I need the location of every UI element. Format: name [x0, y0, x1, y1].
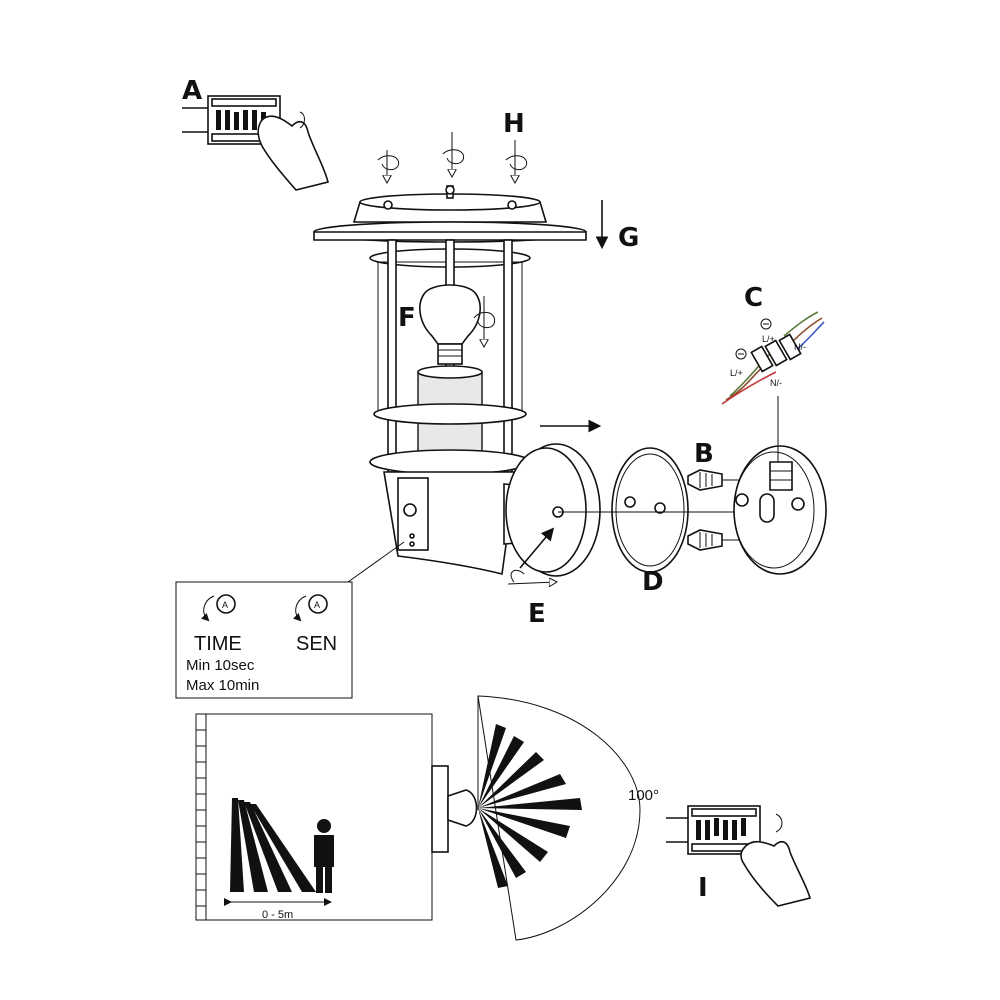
wire-label-neutral: N/- — [794, 342, 806, 352]
step-label-e: E — [528, 599, 546, 629]
rotate-icon — [505, 140, 528, 182]
step-label-f: F — [398, 303, 416, 333]
middle-ring — [373, 403, 527, 425]
sen-label: SEN — [296, 633, 337, 655]
person-icon — [314, 819, 334, 893]
screw-icon — [687, 469, 748, 491]
step-label-i: I — [698, 873, 708, 903]
angle-label: 100° — [628, 787, 659, 804]
rotate-icon — [473, 296, 496, 346]
lamp-wall-mount — [431, 765, 449, 853]
step-b-screws: B — [687, 439, 748, 551]
control-callout: A A TIME SEN Min 10sec Max 10min — [175, 541, 405, 699]
breaker-switches — [696, 818, 746, 840]
wire-label-live: L/+ — [730, 368, 743, 378]
sensor-head — [447, 789, 478, 827]
step-label-b: B — [694, 439, 714, 469]
svg-text:A: A — [314, 600, 320, 610]
time-max: Max 10min — [186, 677, 259, 694]
detection-zone-side — [230, 798, 316, 892]
screw-icon — [687, 529, 748, 551]
sen-knob-icon: A — [292, 594, 328, 622]
lantern: F — [313, 185, 602, 577]
earth-icon — [735, 348, 747, 360]
step-label-c: C — [744, 283, 763, 313]
svg-text:A: A — [222, 600, 228, 610]
hand-icon — [257, 115, 329, 191]
detection-fan-outline — [477, 695, 641, 941]
step-label-a: A — [182, 76, 202, 106]
control-box — [175, 581, 353, 699]
step-a-breaker-off: A — [182, 76, 329, 191]
time-label: TIME — [194, 633, 242, 655]
detection-zone-top — [478, 724, 582, 888]
hand-icon — [740, 840, 811, 907]
time-knob-icon: A — [200, 594, 236, 622]
lower-ring — [369, 449, 531, 475]
detection-range-view: 0 - 5m 100° — [195, 695, 659, 941]
step-d-gasket: D — [611, 447, 689, 597]
step-label-g: G — [618, 223, 639, 253]
wire-label-live: L/+ — [762, 334, 775, 344]
step-h-top-screws: H — [377, 109, 528, 182]
wire-label-neutral: N/- — [770, 378, 782, 388]
brick-wall — [196, 714, 207, 920]
lantern-top-cap — [313, 185, 587, 243]
rotate-icon — [377, 150, 400, 182]
rotate-icon — [442, 132, 465, 176]
bulb — [419, 284, 481, 365]
step-g-remove-cap: G — [595, 200, 639, 253]
terminal-block — [750, 333, 802, 373]
range-label: 0 - 5m — [262, 909, 293, 921]
step-i-breaker-on: I — [666, 805, 811, 907]
step-label-d: D — [642, 567, 664, 597]
earth-icon — [760, 318, 772, 330]
step-label-h: H — [503, 109, 525, 139]
wall-plate — [505, 443, 601, 577]
step-c-wiring: C L/+ L/+ N/- N/- — [721, 283, 825, 405]
mounting-box — [733, 396, 827, 575]
time-min: Min 10sec — [186, 657, 255, 674]
step-e-screw: E — [507, 527, 556, 629]
